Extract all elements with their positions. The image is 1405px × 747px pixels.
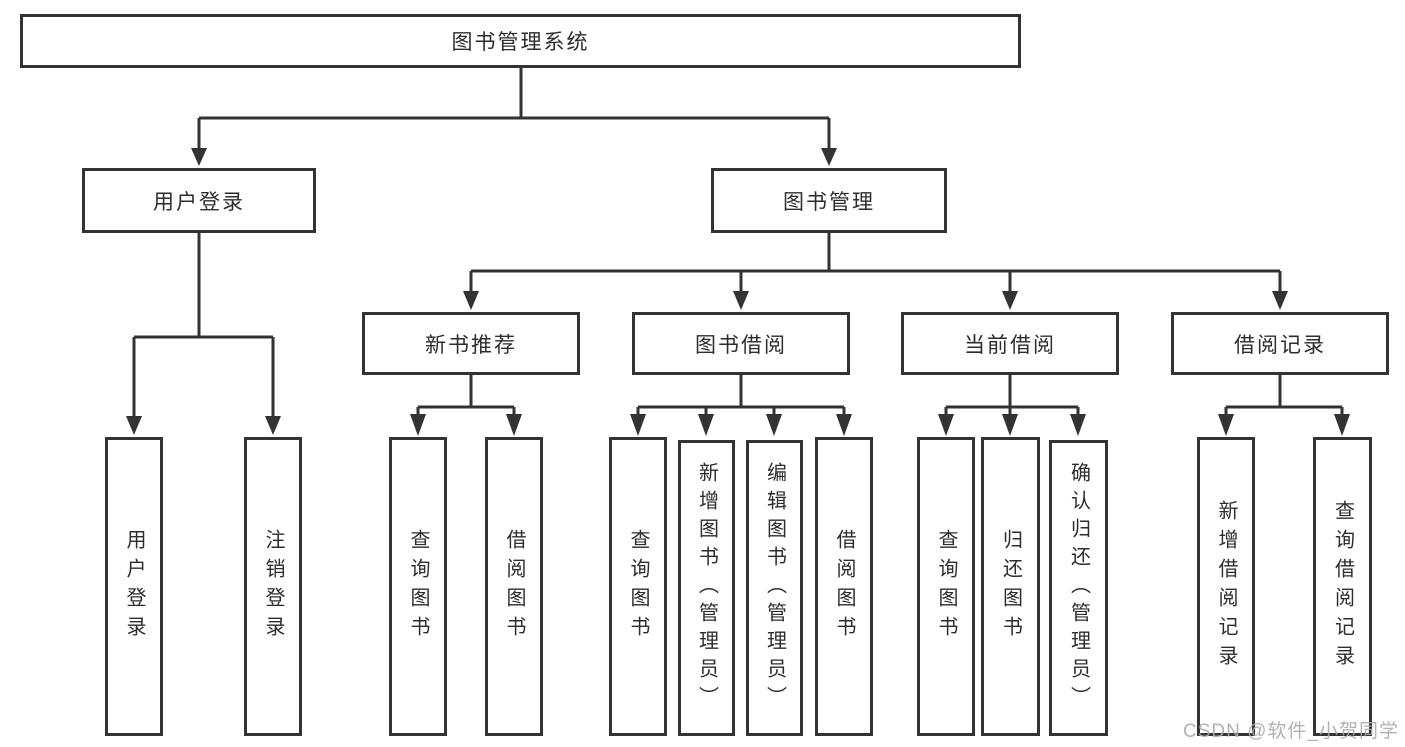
leaf-user-login: 用户登录 (105, 437, 163, 736)
node-label: 查询图书 (627, 528, 649, 645)
leaf-add-book-admin: 新增图书（管理员） (678, 440, 735, 736)
node-label: 用户登录 (123, 528, 145, 645)
leaf-confirm-return-admin: 确认归还（管理员） (1049, 440, 1108, 736)
connector-book-management-children (463, 233, 1288, 310)
node-book-management: 图书管理 (711, 168, 947, 233)
node-new-book-recommend: 新书推荐 (362, 312, 580, 375)
leaf-query-books-current: 查询图书 (917, 437, 975, 736)
connector-root-to-level2 (191, 68, 837, 166)
leaf-query-books-recommend: 查询图书 (389, 437, 447, 736)
csdn-watermark: CSDN @软件_小贺同学 (1183, 721, 1399, 742)
node-label: 新增图书（管理员） (695, 462, 718, 714)
connector-current-borrow-children (938, 375, 1086, 436)
node-book-borrowing: 图书借阅 (632, 312, 850, 375)
node-label: 查询图书 (407, 528, 429, 645)
node-label: 新增借阅记录 (1215, 499, 1237, 674)
node-label: 查询图书 (935, 528, 957, 645)
node-borrowing-records: 借阅记录 (1171, 312, 1389, 375)
node-label: 确认归还（管理员） (1067, 462, 1090, 714)
node-label: 当前借阅 (964, 333, 1056, 357)
node-label: 借阅图书 (833, 528, 855, 645)
leaf-borrow-books-borrowing: 借阅图书 (815, 437, 873, 736)
node-label: 归还图书 (999, 528, 1022, 645)
connector-user-login-children (126, 233, 281, 435)
leaf-borrow-books-recommend: 借阅图书 (485, 437, 543, 736)
leaf-edit-book-admin: 编辑图书（管理员） (746, 440, 803, 736)
node-user-login: 用户登录 (82, 168, 316, 233)
node-label: 新书推荐 (425, 333, 517, 357)
node-current-borrowing: 当前借阅 (901, 312, 1119, 375)
node-label: 图书借阅 (695, 333, 787, 357)
connector-new-book-children (410, 375, 522, 436)
node-label: 用户登录 (153, 190, 245, 214)
leaf-add-borrow-record: 新增借阅记录 (1197, 437, 1255, 736)
node-label: 注销登录 (262, 528, 284, 645)
node-label: 借阅图书 (503, 528, 525, 645)
node-label: 查询借阅记录 (1331, 499, 1354, 674)
connector-borrow-records-children (1218, 375, 1350, 436)
node-label: 图书管理 (783, 190, 875, 214)
node-label: 借阅记录 (1234, 333, 1326, 357)
leaf-query-borrow-record: 查询借阅记录 (1313, 437, 1372, 736)
node-label: 编辑图书（管理员） (763, 462, 786, 714)
node-library-management-system: 图书管理系统 (20, 14, 1021, 68)
leaf-query-books-borrowing: 查询图书 (609, 437, 667, 736)
connector-book-borrow-children (630, 375, 852, 436)
node-label: 图书管理系统 (451, 31, 590, 54)
leaf-logout: 注销登录 (244, 437, 302, 736)
leaf-return-books: 归还图书 (981, 437, 1040, 736)
